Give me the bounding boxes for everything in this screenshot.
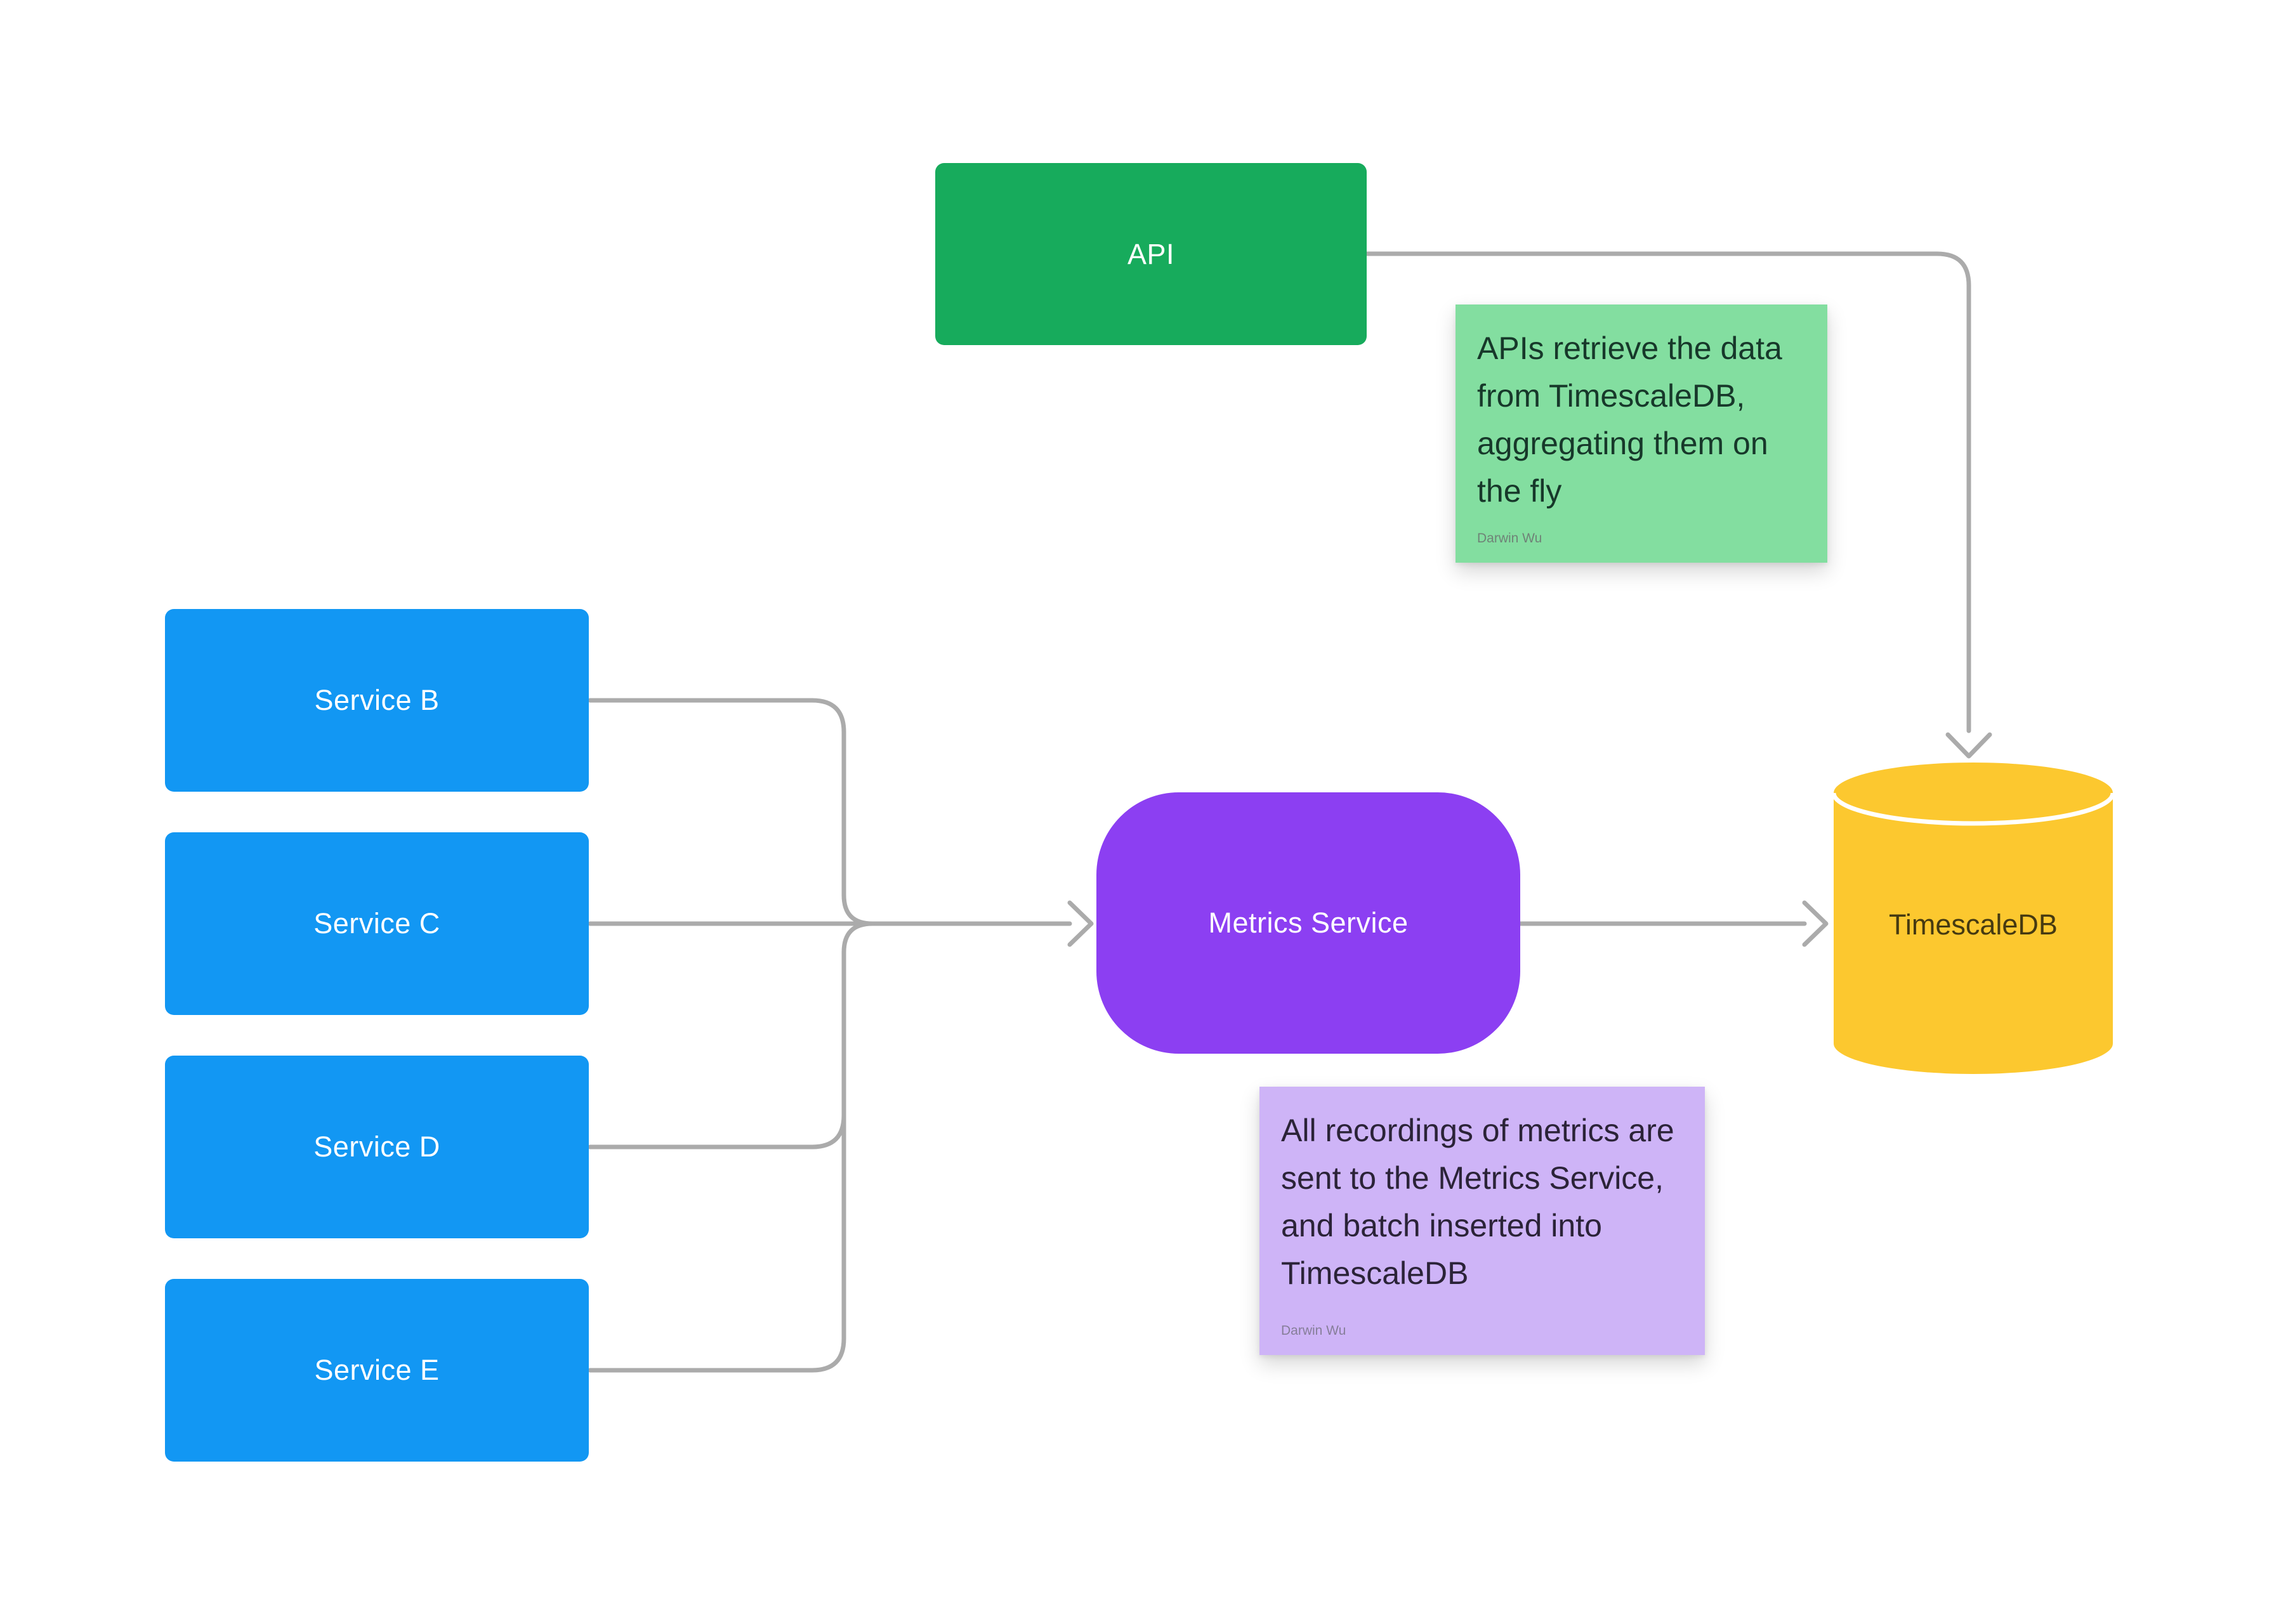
metrics-sticky-note-text: All recordings of metrics are sent to th… bbox=[1281, 1113, 1674, 1291]
api-sticky-note-author: Darwin Wu bbox=[1477, 531, 1542, 546]
service-d-label: Service D bbox=[313, 1130, 440, 1163]
connector-service-b[interactable] bbox=[588, 698, 875, 926]
metrics-sticky-note-author: Darwin Wu bbox=[1281, 1323, 1346, 1338]
service-d-node[interactable]: Service D bbox=[165, 1056, 589, 1238]
cylinder-cap-separator bbox=[1831, 792, 2115, 826]
connector-service-e[interactable] bbox=[588, 1104, 846, 1373]
service-c-node[interactable]: Service C bbox=[165, 832, 589, 1015]
connector-metrics-to-db-arrowhead-icon bbox=[1802, 900, 1829, 947]
connector-service-d[interactable] bbox=[588, 921, 875, 1149]
metrics-service-node[interactable]: Metrics Service bbox=[1096, 792, 1520, 1054]
timescaledb-cylinder[interactable] bbox=[1831, 763, 2115, 1074]
connector-services-arrowhead-icon bbox=[1067, 900, 1094, 947]
api-sticky-note[interactable]: APIs retrieve the data from TimescaleDB,… bbox=[1456, 304, 1827, 563]
timescaledb-label-text: TimescaleDB bbox=[1889, 908, 2058, 941]
api-node[interactable]: API bbox=[935, 163, 1367, 345]
connector-api-to-db-arrowhead-icon bbox=[1945, 732, 1992, 759]
service-c-label: Service C bbox=[313, 907, 440, 940]
service-e-label: Service E bbox=[314, 1354, 440, 1386]
metrics-service-label: Metrics Service bbox=[1208, 907, 1409, 939]
service-e-node[interactable]: Service E bbox=[165, 1279, 589, 1462]
service-b-label: Service B bbox=[314, 684, 440, 716]
timescaledb-label: TimescaleDB bbox=[1834, 905, 2113, 945]
connector-api-to-db[interactable] bbox=[1364, 251, 1971, 733]
api-sticky-note-text: APIs retrieve the data from TimescaleDB,… bbox=[1477, 331, 1782, 509]
metrics-sticky-note[interactable]: All recordings of metrics are sent to th… bbox=[1259, 1087, 1705, 1355]
cylinder-body bbox=[1834, 763, 2113, 1074]
api-node-label: API bbox=[1127, 237, 1175, 270]
service-b-node[interactable]: Service B bbox=[165, 609, 589, 792]
